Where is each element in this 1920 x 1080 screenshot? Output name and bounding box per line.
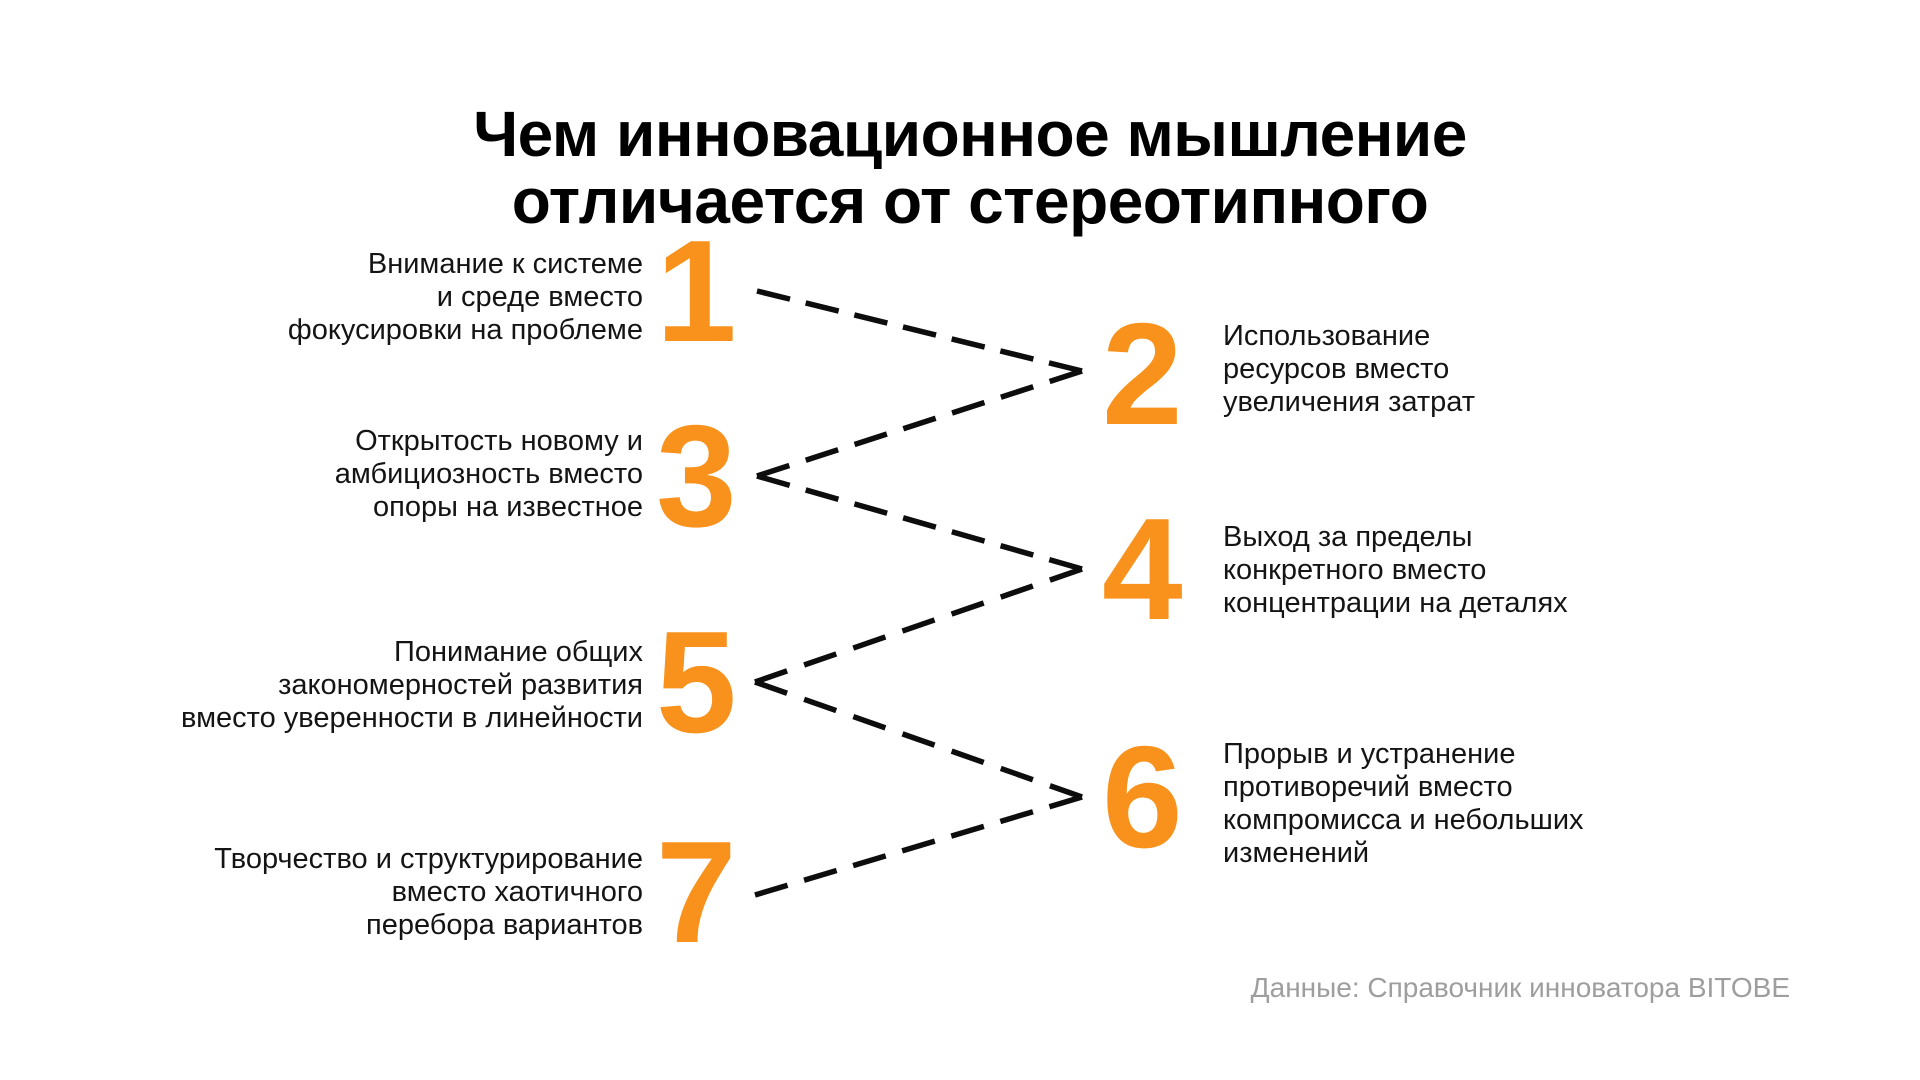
item-number-3: 3 [656,394,737,557]
item-text-5: Понимание общих закономерностей развития… [180,636,643,734]
zigzag-segment [754,679,1083,800]
item-text-2: Использование ресурсов вместо увеличения… [1223,320,1476,418]
item-number-7: 7 [656,810,737,973]
item-text-3: Открытость новому и амбициозность вместо… [334,425,643,523]
zigzag-segment [756,368,1083,479]
page-title-line-2: отличается от стереотипного [511,164,1429,237]
item-number-1: 1 [656,209,737,372]
item-text-6: Прорыв и устранение противоречий вместо … [1223,738,1584,869]
item-number-5: 5 [656,600,737,763]
zigzag-segment [756,473,1083,572]
data-source-caption: Данные: Справочник инноватора BITOBE [1250,972,1790,1003]
item-text-4: Выход за пределы конкретного вместо конц… [1223,521,1568,619]
zigzag-segment [754,566,1083,685]
page-title-line-1: Чем инновационное мышление [473,97,1467,170]
item-text-7: Творчество и структурирование вместо хао… [214,843,643,941]
item-number-2: 2 [1102,292,1183,455]
zigzag-segment [756,288,1083,374]
item-text-1: Внимание к системе и среде вместо фокуси… [287,248,643,346]
zigzag-segment [754,794,1083,898]
item-number-4: 4 [1102,487,1183,650]
page-title: Чем инновационное мышление отличается от… [20,97,1920,237]
item-number-6: 6 [1102,715,1183,878]
